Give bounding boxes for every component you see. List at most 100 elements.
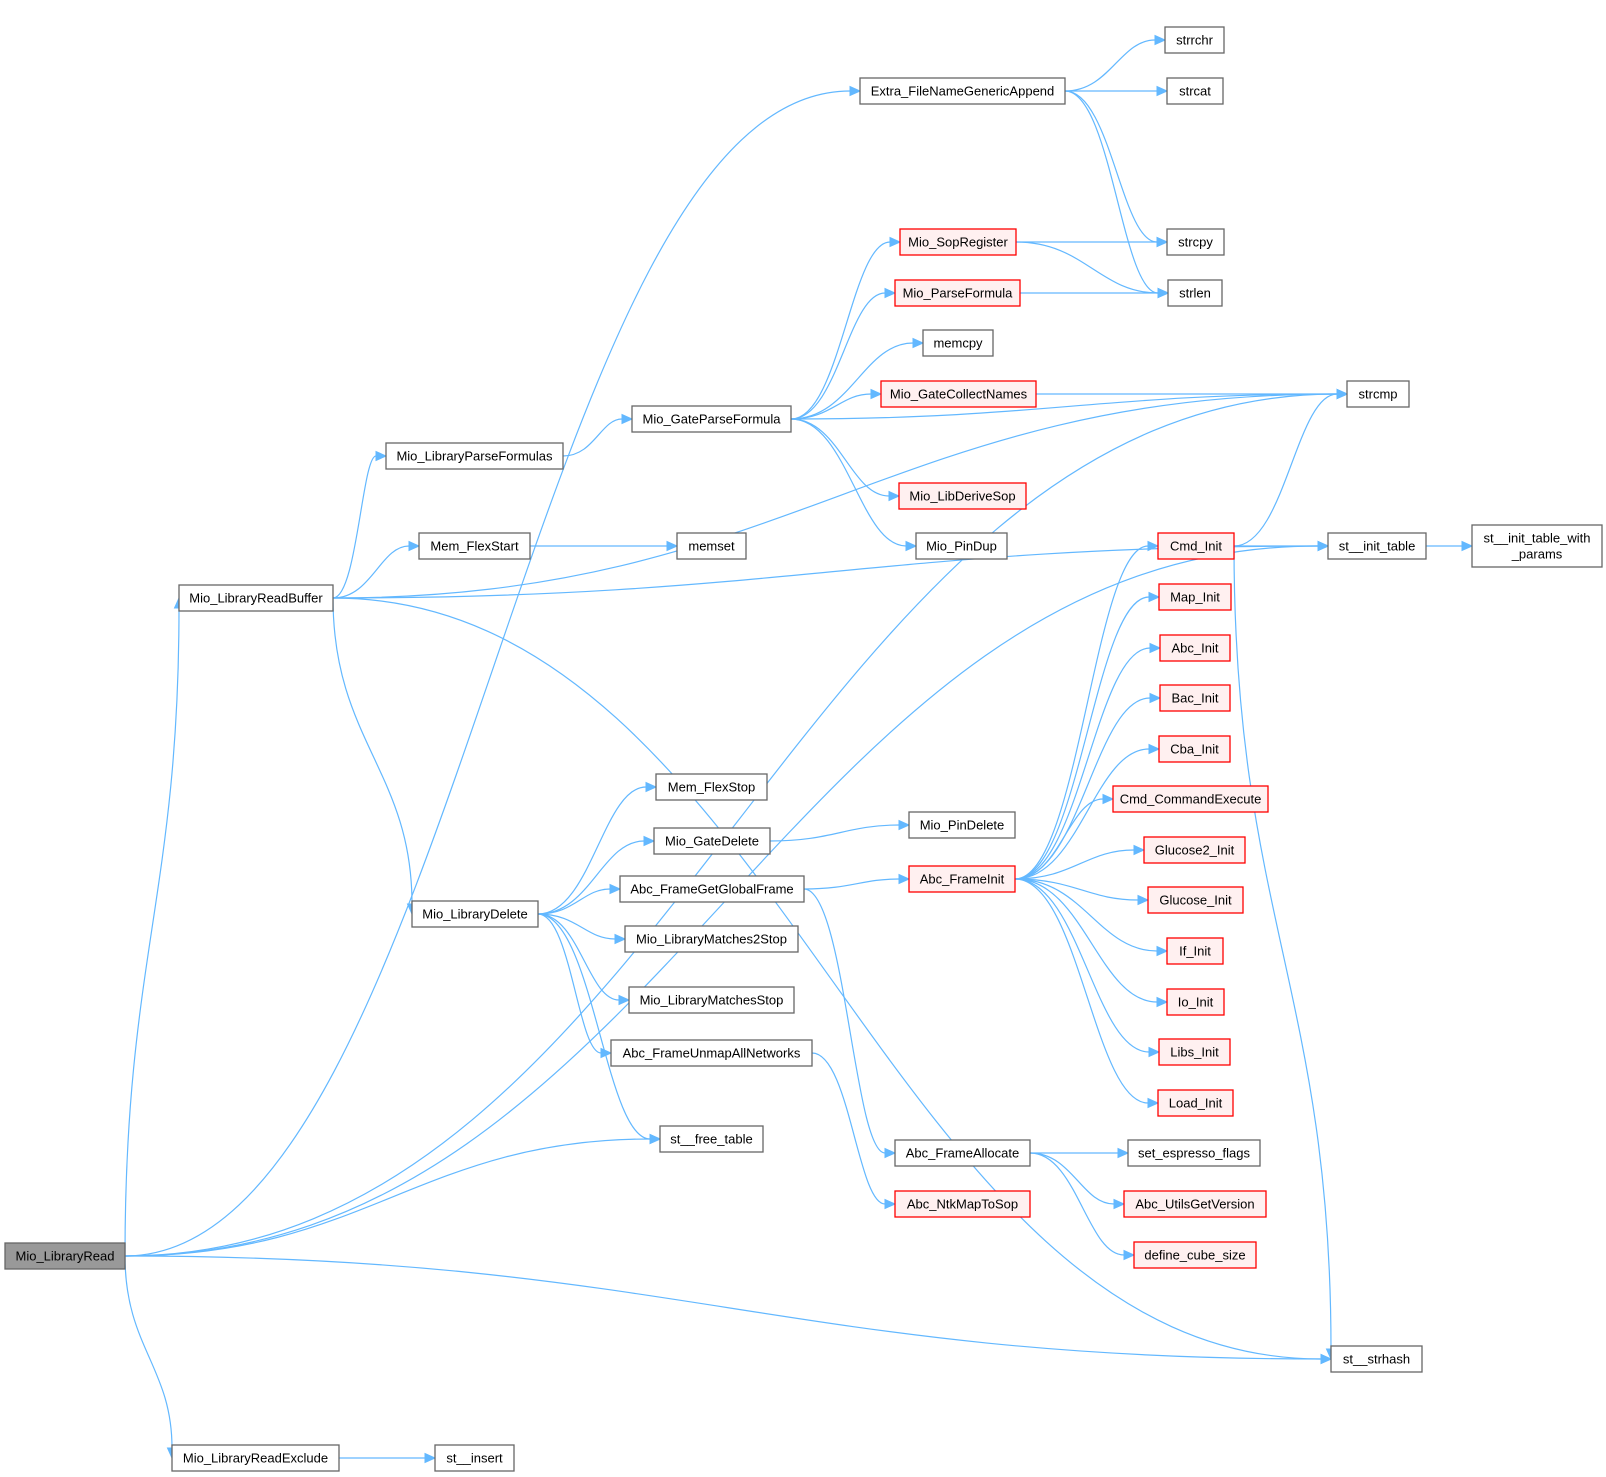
arrowhead-icon xyxy=(1123,1249,1136,1261)
node-memcpy[interactable]: memcpy xyxy=(922,329,994,357)
node-mio-library-read-buffer[interactable]: Mio_LibraryReadBuffer xyxy=(178,584,334,612)
node-strcmp[interactable]: strcmp xyxy=(1346,380,1410,408)
node-abc-frame-allocate[interactable]: Abc_FrameAllocate xyxy=(894,1139,1031,1167)
edge-line xyxy=(124,1255,1322,1360)
edge-line xyxy=(803,878,900,890)
node-mio-pin-delete[interactable]: Mio_PinDelete xyxy=(908,811,1016,839)
node-mio-library-matches2-stop[interactable]: Mio_LibraryMatches2Stop xyxy=(624,925,799,953)
edge-line xyxy=(1014,878,1149,1104)
node-box xyxy=(1133,1241,1257,1269)
edge-mio-library-read-buffer-to-mio-library-delete xyxy=(332,597,418,916)
node-libs-init[interactable]: Libs_Init xyxy=(1158,1038,1231,1066)
node-label: Abc_NtkMapToSop xyxy=(907,1197,1018,1212)
node-st-strhash[interactable]: st__strhash xyxy=(1330,1345,1423,1373)
edge-mio-gate-parse-formula-to-mio-gate-collect-names xyxy=(790,388,883,420)
node-label: Map_Init xyxy=(1170,590,1220,605)
node-box xyxy=(1123,1190,1267,1218)
node-label: Load_Init xyxy=(1169,1096,1223,1111)
edge-cmd-init-to-st-init-table xyxy=(1234,540,1330,552)
arrowhead-icon xyxy=(1147,540,1160,552)
node-abc-ntk-map-to-sop[interactable]: Abc_NtkMapToSop xyxy=(894,1190,1031,1218)
node-mio-library-matches-stop[interactable]: Mio_LibraryMatchesStop xyxy=(628,986,795,1014)
node-io-init[interactable]: Io_Init xyxy=(1166,988,1225,1016)
node-abc-frame-get-global-frame[interactable]: Abc_FrameGetGlobalFrame xyxy=(619,875,805,903)
node-abc-frame-init[interactable]: Abc_FrameInit xyxy=(908,865,1016,893)
node-strlen[interactable]: strlen xyxy=(1167,279,1223,307)
node-label: memcpy xyxy=(933,336,983,351)
node-map-init[interactable]: Map_Init xyxy=(1158,583,1232,611)
arrowhead-icon xyxy=(1148,743,1161,755)
node-label: Mio_PinDelete xyxy=(920,818,1005,833)
node-abc-frame-unmap-all-networks[interactable]: Abc_FrameUnmapAllNetworks xyxy=(610,1039,813,1067)
node-define-cube-size[interactable]: define_cube_size xyxy=(1133,1241,1257,1269)
edge-line xyxy=(1014,878,1139,901)
node-st-free-table[interactable]: st__free_table xyxy=(659,1125,764,1153)
node-mio-library-read-exclude[interactable]: Mio_LibraryReadExclude xyxy=(171,1444,340,1472)
node-label: Mio_LibraryMatchesStop xyxy=(640,993,784,1008)
edge-mio-gate-parse-formula-to-mio-pin-dup xyxy=(790,418,918,552)
arrowhead-icon xyxy=(889,236,902,248)
node-set-espresso-flags[interactable]: set_espresso_flags xyxy=(1127,1139,1261,1167)
edge-mio-library-read-to-mio-library-read-buffer xyxy=(124,596,185,1257)
edge-line xyxy=(332,545,410,599)
node-mio-gate-collect-names[interactable]: Mio_GateCollectNames xyxy=(880,380,1037,408)
node-cba-init[interactable]: Cba_Init xyxy=(1158,735,1231,763)
node-box xyxy=(1330,1345,1423,1373)
node-cmd-command-execute[interactable]: Cmd_CommandExecute xyxy=(1112,785,1269,813)
edge-mio-sop-register-to-strlen xyxy=(1015,241,1170,299)
node-box xyxy=(1346,380,1410,408)
node-box xyxy=(4,1242,126,1270)
node-mio-pin-dup[interactable]: Mio_PinDup xyxy=(915,532,1008,560)
node-box xyxy=(628,986,795,1014)
node-mio-library-parse-formulas[interactable]: Mio_LibraryParseFormulas xyxy=(385,442,564,470)
node-glucose2-init[interactable]: Glucose2_Init xyxy=(1143,836,1246,864)
node-bac-init[interactable]: Bac_Init xyxy=(1159,684,1231,712)
node-glucose-init[interactable]: Glucose_Init xyxy=(1147,886,1244,914)
edge-line xyxy=(332,455,377,599)
node-label: st__init_table xyxy=(1339,539,1416,554)
node-label: strcmp xyxy=(1359,387,1398,402)
edge-line xyxy=(1014,596,1150,880)
node-if-init[interactable]: If_Init xyxy=(1166,937,1224,965)
node-st-init-table[interactable]: st__init_table xyxy=(1327,532,1427,560)
node-mio-library-read[interactable]: Mio_LibraryRead xyxy=(4,1242,126,1270)
node-label: Abc_UtilsGetVersion xyxy=(1135,1197,1254,1212)
node-extra-file-name-generic-append[interactable]: Extra_FileNameGenericAppend xyxy=(859,77,1066,105)
node-strcpy[interactable]: strcpy xyxy=(1166,228,1225,256)
edge-mio-library-read-buffer-to-mem-flex-start xyxy=(332,540,421,599)
edge-line xyxy=(1064,39,1156,92)
node-mio-gate-delete[interactable]: Mio_GateDelete xyxy=(653,827,771,855)
node-strrchr[interactable]: strrchr xyxy=(1164,26,1225,54)
arrowhead-icon xyxy=(870,388,883,400)
node-mio-gate-parse-formula[interactable]: Mio_GateParseFormula xyxy=(631,405,792,433)
node-box xyxy=(1157,1089,1234,1117)
node-mio-lib-derive-sop[interactable]: Mio_LibDeriveSop xyxy=(898,482,1027,510)
node-mio-parse-formula[interactable]: Mio_ParseFormula xyxy=(894,279,1021,307)
node-load-init[interactable]: Load_Init xyxy=(1157,1089,1234,1117)
node-box xyxy=(1112,785,1269,813)
node-box xyxy=(1166,77,1224,105)
node-cmd-init[interactable]: Cmd_Init xyxy=(1157,532,1235,560)
edge-mio-library-read-buffer-to-strcmp xyxy=(332,388,1349,599)
node-mem-flex-start[interactable]: Mem_FlexStart xyxy=(418,532,531,560)
node-mio-library-delete[interactable]: Mio_LibraryDelete xyxy=(411,900,539,928)
edge-mio-library-read-to-extra-file-name-generic-append xyxy=(124,85,862,1257)
edge-line xyxy=(332,597,1322,1360)
node-box xyxy=(898,482,1027,510)
node-st-insert[interactable]: st__insert xyxy=(434,1444,515,1472)
node-box xyxy=(1159,634,1231,662)
node-mio-sop-register[interactable]: Mio_SopRegister xyxy=(899,228,1017,256)
node-box xyxy=(1158,735,1231,763)
node-label: Abc_Init xyxy=(1172,641,1219,656)
node-st-init-table-with-params[interactable]: st__init_table_with_params xyxy=(1471,524,1603,568)
node-abc-utils-get-version[interactable]: Abc_UtilsGetVersion xyxy=(1123,1190,1267,1218)
node-abc-init[interactable]: Abc_Init xyxy=(1159,634,1231,662)
edge-extra-file-name-generic-append-to-strrchr xyxy=(1064,34,1167,92)
node-mem-flex-stop[interactable]: Mem_FlexStop xyxy=(655,773,768,801)
node-strcat[interactable]: strcat xyxy=(1166,77,1224,105)
node-box xyxy=(171,1444,340,1472)
node-label: Mio_LibraryParseFormulas xyxy=(396,449,553,464)
node-memset[interactable]: memset xyxy=(676,532,747,560)
edge-mio-gate-parse-formula-to-mio-lib-derive-sop xyxy=(790,418,901,502)
edge-mem-flex-start-to-memset xyxy=(530,540,679,552)
